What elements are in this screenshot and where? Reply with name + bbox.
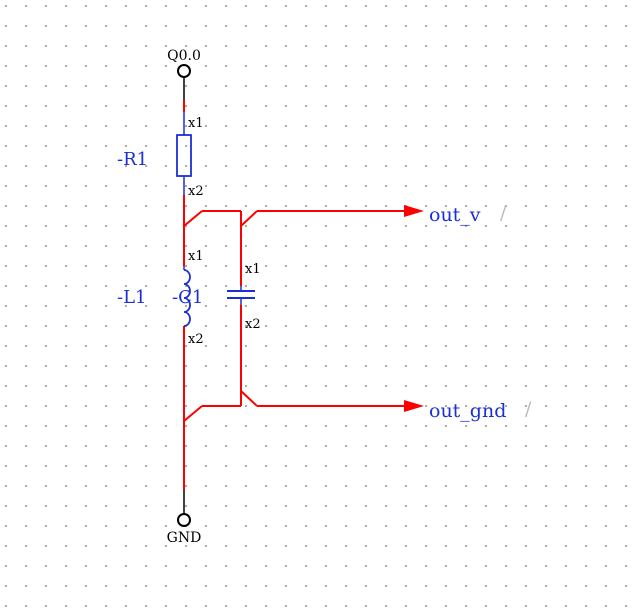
resistor-r1-label: -R1 <box>117 149 148 170</box>
inductor-l1[interactable]: x1 x2 -L1 <box>117 249 204 347</box>
wire-node-top-right <box>240 210 258 227</box>
inductor-l1-pin1: x1 <box>188 249 204 264</box>
wire-node-bottom-right <box>240 390 258 407</box>
port-out-v[interactable]: out_v / <box>404 202 507 226</box>
resistor-r1[interactable]: x1 x2 -R1 <box>117 112 204 199</box>
resistor-r1-pin1: x1 <box>188 116 204 131</box>
terminal-gnd[interactable]: GND <box>167 490 202 546</box>
inductor-l1-pin2: x2 <box>188 332 204 347</box>
terminal-gnd-connector <box>177 513 191 527</box>
capacitor-c1[interactable]: x1 x2 -C1 <box>172 262 261 332</box>
port-out-v-label: out_v <box>429 204 481 226</box>
capacitor-c1-label: -C1 <box>172 287 203 308</box>
capacitor-c1-pin1: x1 <box>245 262 261 277</box>
port-out-gnd-label: out_gnd <box>429 400 506 422</box>
terminal-q00-connector <box>177 64 191 78</box>
inductor-l1-label: -L1 <box>117 287 147 308</box>
port-out-gnd-arrow <box>404 400 424 412</box>
terminal-gnd-label: GND <box>167 530 202 546</box>
port-out-gnd[interactable]: out_gnd / <box>404 398 532 422</box>
resistor-r1-pin2: x2 <box>188 184 204 199</box>
terminal-q00[interactable]: Q0.0 <box>167 48 201 100</box>
wire-node-top-left <box>183 210 203 227</box>
wire-node-bottom-left <box>183 405 203 422</box>
terminal-q00-label: Q0.0 <box>167 48 201 64</box>
port-out-v-slash: / <box>500 202 507 224</box>
port-out-gnd-slash: / <box>525 398 532 420</box>
resistor-r1-body <box>176 134 192 177</box>
inductor-l1-coil <box>183 269 191 327</box>
wires <box>183 100 404 490</box>
capacitor-c1-pin2: x2 <box>245 317 261 332</box>
port-out-v-arrow <box>404 205 424 217</box>
